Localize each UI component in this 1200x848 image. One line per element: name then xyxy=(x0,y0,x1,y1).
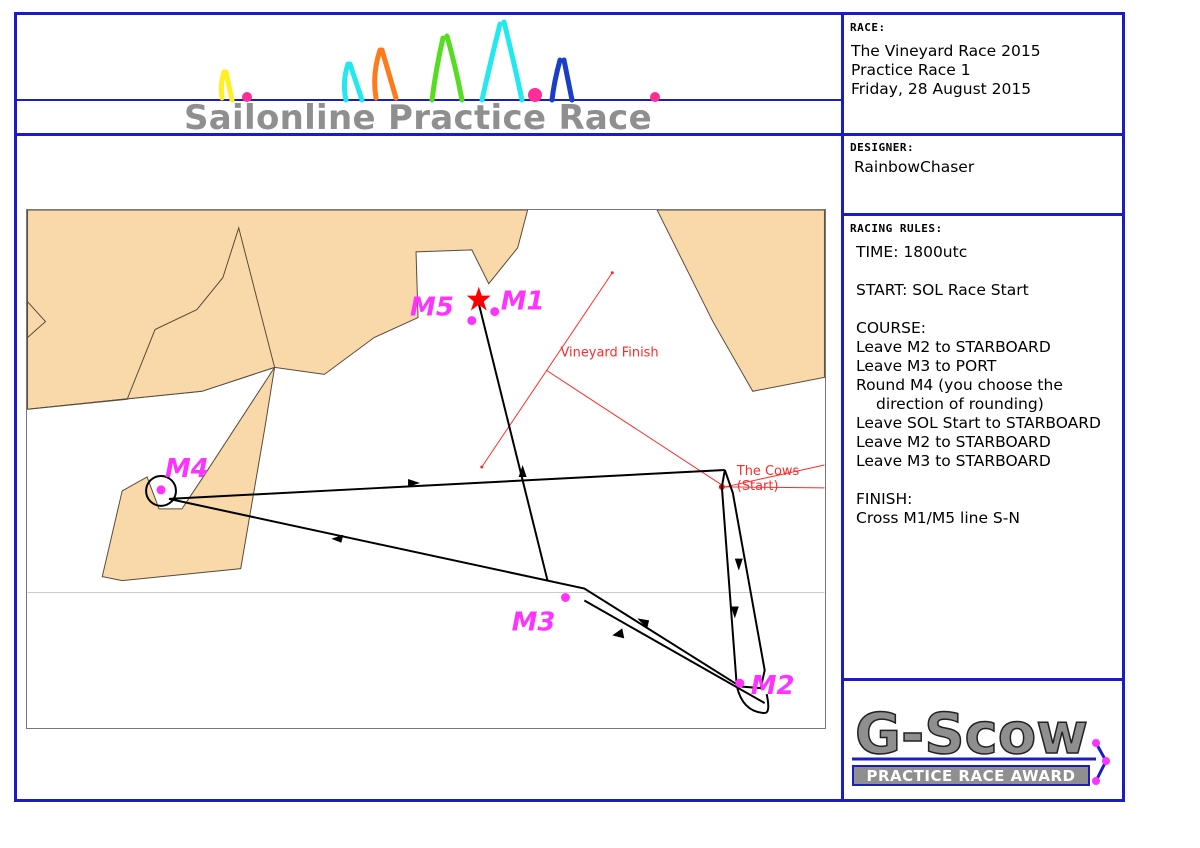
start-line-north xyxy=(724,464,825,488)
finish-star-icon xyxy=(466,286,491,311)
race-name: The Vineyard Race 2015 xyxy=(851,42,1041,60)
rule-course-item: Leave M3 to STARBOARD xyxy=(856,452,1051,470)
finish-leader xyxy=(546,369,726,488)
award-title: G-Scow xyxy=(855,702,1088,767)
route-arrow xyxy=(734,558,743,571)
mark-label-m2: M2 xyxy=(751,671,795,701)
rules-panel-divider xyxy=(841,678,1125,681)
mark-label-m4: M4 xyxy=(165,454,209,484)
route-leg-outer xyxy=(583,599,766,704)
designer-panel-divider xyxy=(841,213,1125,216)
header-water-line xyxy=(14,99,844,101)
sail-logo xyxy=(218,19,660,103)
mark-m5 xyxy=(467,316,477,326)
route-arrow xyxy=(637,618,650,629)
route-leg-m4-east xyxy=(168,469,725,500)
race-label: RACE: xyxy=(850,21,886,34)
land-southwest xyxy=(101,367,276,582)
rule-course-item: Leave M3 to PORT xyxy=(856,357,997,375)
award-subtitle: PRACTICE RACE AWARD xyxy=(866,767,1075,785)
rule-course-item: Leave M2 to STARBOARD xyxy=(856,433,1051,451)
race-info: The Vineyard Race 2015 Practice Race 1 F… xyxy=(851,42,1041,99)
mark-m4 xyxy=(156,485,166,495)
rule-course-item: Round M4 (you choose the xyxy=(856,376,1063,394)
land-west xyxy=(27,226,276,410)
page-frame xyxy=(14,12,1125,802)
finish-label: Vineyard Finish xyxy=(560,345,658,360)
race-subtitle: Practice Race 1 xyxy=(851,61,971,79)
rule-course-item: direction of rounding) xyxy=(876,395,1044,413)
mark-m1 xyxy=(490,307,500,317)
mark-label-m5: M5 xyxy=(410,293,454,323)
route-leg-north xyxy=(476,299,549,581)
start-line-south xyxy=(724,486,825,489)
award-logo: G-Scow PRACTICE RACE AWARD xyxy=(852,701,1110,786)
racing-rules: TIME: 1800utc START: SOL Race Start COUR… xyxy=(856,243,1101,528)
route-arrow xyxy=(331,534,344,543)
panel-divider-vertical xyxy=(841,12,844,802)
rule-course-item: Leave M2 to STARBOARD xyxy=(856,338,1051,356)
route-arrow xyxy=(408,478,421,487)
rule-finish-label: FINISH: xyxy=(856,490,913,508)
route-leg xyxy=(720,469,766,690)
header-title: Sailonline Practice Race xyxy=(184,98,652,138)
mark-m4-rounding xyxy=(145,474,177,507)
start-label-sub: (Start) xyxy=(737,479,779,494)
mark-m2 xyxy=(735,678,745,688)
race-panel-divider xyxy=(841,133,1125,136)
racing-rules-label: RACING RULES: xyxy=(850,222,943,235)
route-arrow xyxy=(612,628,625,639)
route-arrow xyxy=(730,606,739,619)
finish-line xyxy=(481,272,613,468)
land-northeast xyxy=(656,210,825,392)
header-divider xyxy=(14,133,844,136)
rule-course-item: Leave SOL Start to STARBOARD xyxy=(856,414,1101,432)
rule-finish: Cross M1/M5 line S-N xyxy=(856,509,1020,527)
designer-name: RainbowChaser xyxy=(854,158,975,176)
route-arrow xyxy=(518,465,527,477)
course-map: The Cows (Start) Vineyard Finish M4 M5 M… xyxy=(26,209,826,729)
route-turn-m2 xyxy=(735,685,770,715)
route-leg-to-m3 xyxy=(168,497,741,688)
designer-label: DESIGNER: xyxy=(850,141,915,154)
mark-label-m1: M1 xyxy=(501,287,545,317)
rule-time: TIME: 1800utc xyxy=(856,243,968,261)
mark-m3 xyxy=(560,593,570,602)
start-label: The Cows xyxy=(736,464,800,479)
mark-label-m3: M3 xyxy=(512,607,556,637)
rule-course-label: COURSE: xyxy=(856,319,926,337)
race-date: Friday, 28 August 2015 xyxy=(851,80,1032,98)
rule-start: START: SOL Race Start xyxy=(856,281,1029,299)
